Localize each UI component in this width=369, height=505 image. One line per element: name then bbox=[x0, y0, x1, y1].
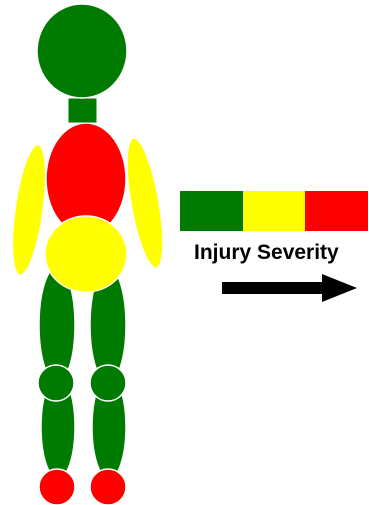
head bbox=[37, 4, 127, 98]
severity-swatch-high bbox=[305, 191, 368, 231]
left-knee bbox=[38, 365, 74, 401]
injury-severity-label: Injury Severity bbox=[194, 240, 369, 266]
right-knee bbox=[90, 365, 126, 401]
abdomen bbox=[45, 216, 127, 292]
severity-color-scale bbox=[179, 190, 369, 232]
neck bbox=[68, 98, 97, 123]
right-foot bbox=[90, 469, 126, 505]
severity-swatch-medium bbox=[243, 191, 306, 231]
left-foot bbox=[39, 469, 75, 505]
arrow-right-icon bbox=[222, 274, 357, 302]
severity-swatch-low bbox=[180, 191, 243, 231]
